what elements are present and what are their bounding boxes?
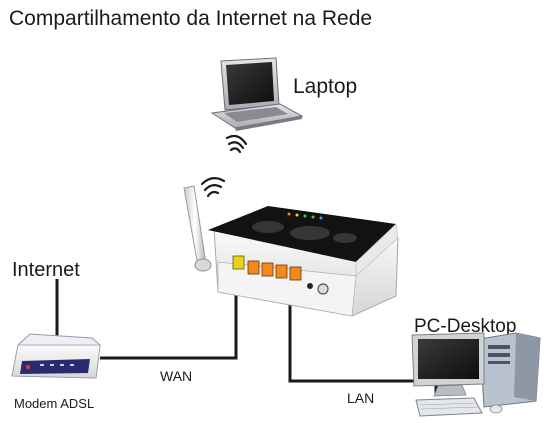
modem-label: Modem ADSL bbox=[14, 396, 95, 411]
internet-label: Internet bbox=[12, 259, 80, 281]
router-wifi-icon bbox=[200, 177, 226, 198]
diagram-title: Compartilhamento da Internet na Rede bbox=[9, 7, 373, 30]
laptop-icon bbox=[210, 57, 304, 131]
pc-desktop-label: PC-Desktop bbox=[414, 316, 517, 337]
pc-desktop-icon bbox=[411, 332, 541, 417]
router-icon bbox=[183, 185, 399, 317]
wan-cable bbox=[100, 280, 238, 360]
wan-label: WAN bbox=[160, 368, 193, 384]
cables bbox=[55, 279, 438, 393]
lan-label: LAN bbox=[347, 390, 375, 406]
modem-icon bbox=[11, 333, 101, 379]
laptop-label: Laptop bbox=[293, 75, 358, 98]
lan-cable bbox=[288, 290, 438, 393]
laptop-wifi-icon bbox=[225, 134, 248, 154]
